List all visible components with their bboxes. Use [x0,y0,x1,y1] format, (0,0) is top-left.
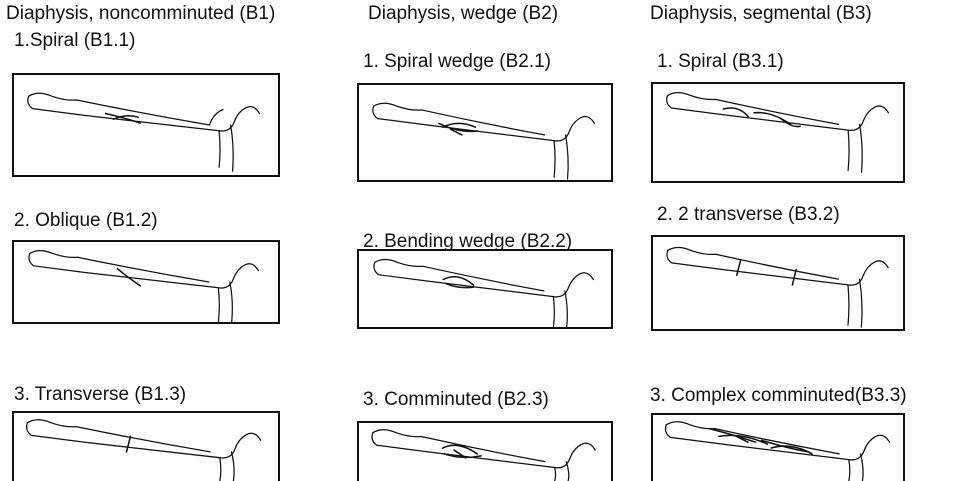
label-b3-2: 2. 2 transverse (B3.2) [657,204,840,226]
bone-illustration [653,237,903,329]
label-b3-3: 3. Complex comminuted(B3.3) [650,385,907,407]
label-b1-1: 1.Spiral (B1.1) [14,30,135,52]
label-b1-2: 2. Oblique (B1.2) [14,210,158,232]
label-b3-1: 1. Spiral (B3.1) [657,51,784,73]
diagram-panel-b2-3 [357,421,613,481]
diagram-panel-b2-1 [357,83,613,182]
bone-illustration [359,85,611,180]
label-b2-3: 3. Comminuted (B2.3) [363,389,549,411]
column-heading-b3: Diaphysis, segmental (B3) [650,3,872,25]
bone-illustration [653,415,903,481]
label-b2-1: 1. Spiral wedge (B2.1) [363,51,551,73]
diagram-panel-b1-2 [12,240,280,324]
bone-illustration [653,84,903,181]
diagram-panel-b3-2 [651,235,905,331]
bone-illustration [359,251,611,327]
diagram-panel-b3-3 [651,413,905,481]
diagram-panel-b2-2 [357,249,613,329]
diagram-panel-b1-1 [12,73,280,177]
bone-illustration [14,242,278,322]
bone-illustration [14,413,278,481]
label-b1-3: 3. Transverse (B1.3) [14,384,186,406]
column-heading-b2: Diaphysis, wedge (B2) [368,3,558,25]
bone-illustration [14,75,278,175]
bone-illustration [359,423,611,481]
diagram-panel-b1-3 [12,411,280,481]
column-heading-b1: Diaphysis, noncomminuted (B1) [6,3,275,25]
diagram-panel-b3-1 [651,82,905,183]
